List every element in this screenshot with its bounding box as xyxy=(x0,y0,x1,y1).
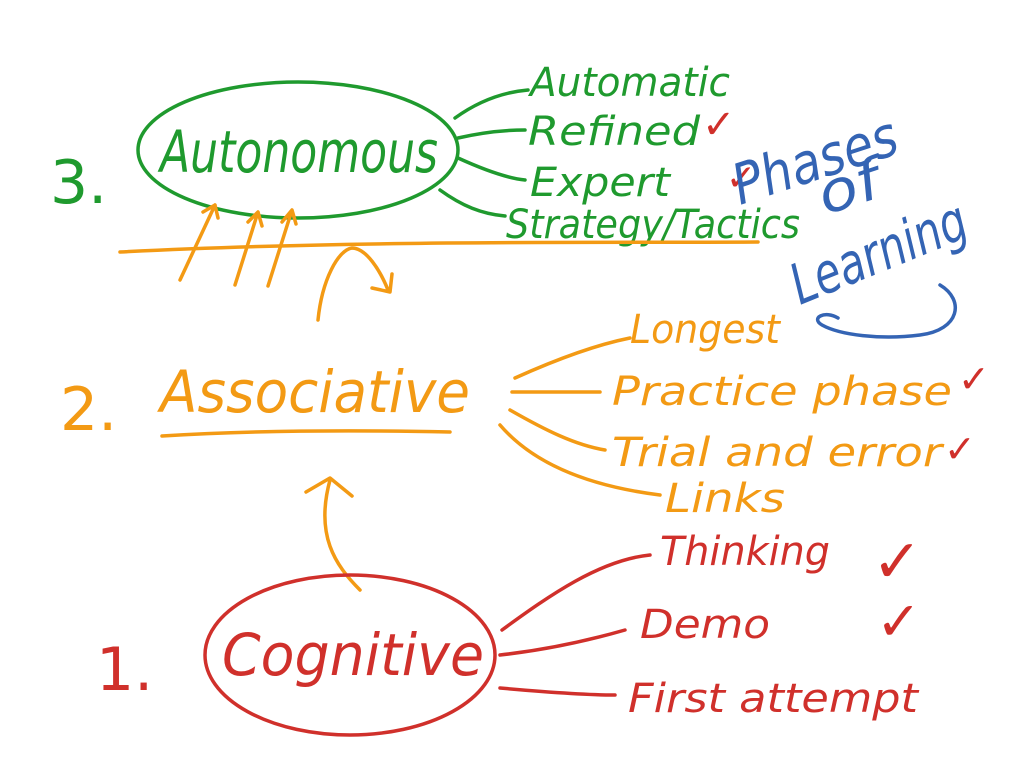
connector-automatic xyxy=(453,88,530,120)
connector-longest xyxy=(513,336,632,380)
check-mark-practice: ✓ xyxy=(958,357,990,401)
arrow-up-icon-1 xyxy=(178,203,220,282)
phase-associative-number: 2. xyxy=(60,375,117,445)
check-mark-refined: ✓ xyxy=(702,102,736,148)
connector-first-attempt xyxy=(498,686,617,697)
connector-expert xyxy=(456,156,527,182)
connector-links xyxy=(498,423,662,497)
note-trial-and-error: Trial and error xyxy=(612,430,945,476)
check-mark-demo: ✓ xyxy=(876,590,921,653)
title-flourish xyxy=(815,283,958,339)
connector-thinking xyxy=(500,553,652,632)
note-demo: Demo xyxy=(640,602,770,648)
associative-underline xyxy=(160,429,452,438)
note-longest: Longest xyxy=(630,307,781,353)
curved-arrow-icon xyxy=(316,246,394,322)
connector-demo xyxy=(498,628,627,657)
phase-cognitive: 1. Cognitive Thinking Demo First attempt… xyxy=(96,527,922,737)
note-practice-phase: Practice phase xyxy=(612,369,952,415)
note-refined: Refined xyxy=(528,109,701,155)
check-mark-thinking: ✓ xyxy=(872,527,922,597)
note-thinking: Thinking xyxy=(660,529,830,575)
phase-associative-name: Associative xyxy=(156,358,470,426)
connector-refined xyxy=(456,128,527,140)
note-expert: Expert xyxy=(530,160,671,206)
note-links: Links xyxy=(665,476,785,522)
check-mark-expert: ✓ xyxy=(726,158,756,199)
phase-cognitive-name: Cognitive xyxy=(222,621,484,689)
arrow-up-icon-2 xyxy=(233,210,264,287)
phase-associative: 2. Associative Longest Practice phase Tr… xyxy=(60,203,990,592)
phase-cognitive-number: 1. xyxy=(96,635,153,705)
note-first-attempt: First attempt xyxy=(628,676,919,722)
phase-cognitive-circle xyxy=(203,573,497,737)
divider-line xyxy=(118,240,760,254)
phase-autonomous-name: Autonomous xyxy=(157,118,438,186)
phase-autonomous-circle xyxy=(136,80,460,220)
connector-strategy xyxy=(438,188,507,218)
check-mark-trial: ✓ xyxy=(944,427,976,471)
phase-autonomous-number: 3. xyxy=(50,148,107,218)
arrow-up-icon-3 xyxy=(266,208,298,288)
arrow-up-icon-cognitive xyxy=(304,476,362,592)
connector-trial xyxy=(508,408,607,452)
note-automatic: Automatic xyxy=(527,60,730,106)
phase-autonomous: 3. Autonomous Automatic Refined Expert S… xyxy=(50,60,800,248)
